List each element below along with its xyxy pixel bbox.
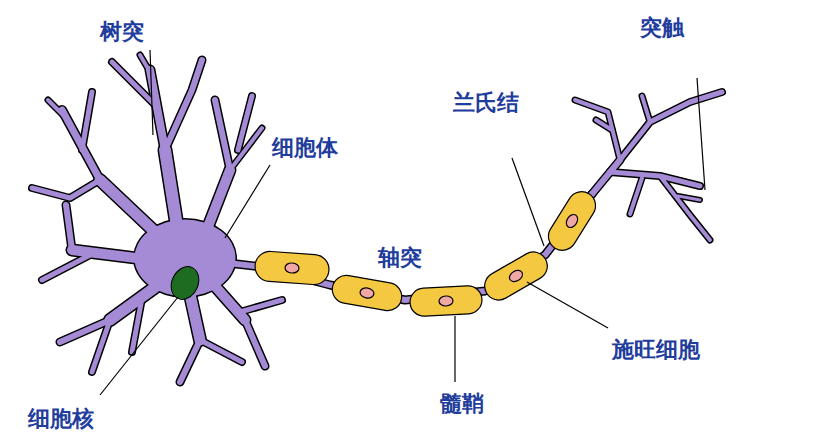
branch [140, 55, 150, 72]
leader-lines [100, 50, 705, 395]
branch-outline [678, 196, 700, 200]
branch [32, 180, 100, 198]
branch [165, 150, 180, 245]
cell-nucleus [166, 262, 204, 304]
branch-outline [642, 96, 650, 122]
branch [630, 178, 642, 214]
dendrite-label: 树突 [100, 20, 144, 44]
branch [642, 96, 650, 122]
branch [82, 92, 92, 150]
branch [228, 194, 592, 300]
branch [620, 92, 722, 160]
branch [610, 172, 700, 186]
synapse-label: 突触 [640, 16, 684, 40]
branch [100, 180, 172, 248]
branch [42, 254, 92, 280]
branch [180, 340, 200, 382]
branch-outline [592, 160, 620, 194]
branch [678, 196, 700, 200]
branch [660, 176, 710, 240]
branch [230, 128, 262, 170]
branch-outline [32, 180, 100, 198]
cell-body-label: 细胞体 [272, 136, 338, 160]
axon-label: 轴突 [378, 246, 422, 270]
neuron-outline [32, 55, 722, 382]
branch-outline [66, 205, 72, 250]
branch [165, 60, 202, 150]
branch [66, 205, 72, 250]
branch-outline [620, 92, 722, 160]
branch-outline [100, 180, 172, 248]
branch-outline [228, 194, 592, 300]
branch [245, 320, 265, 366]
nucleus-label: 细胞核 [28, 407, 94, 431]
branch-outline [240, 300, 282, 312]
branch-outline [165, 60, 202, 150]
branch-outline [200, 340, 242, 362]
branch [202, 170, 230, 242]
branch-outline [82, 92, 92, 150]
schwann-cells [254, 186, 601, 316]
branch [596, 120, 612, 130]
schwann-cell-label: 施旺细胞 [612, 338, 700, 362]
branch-outline [245, 320, 265, 366]
branch-outline [575, 100, 620, 160]
branch-outline [630, 178, 642, 214]
branch-outline [230, 128, 262, 170]
branch-outline [610, 172, 700, 186]
branch [240, 300, 282, 312]
branch [200, 340, 242, 362]
branch [48, 100, 66, 118]
branch-outline [140, 55, 150, 72]
branch [592, 160, 620, 194]
branch-outline [215, 100, 230, 170]
branch-outline [42, 254, 92, 280]
branch [575, 100, 620, 160]
branch-outline [180, 340, 200, 382]
node-of-ranvier-label: 兰氏结 [453, 91, 519, 115]
myelin-sheath-label: 髓鞘 [440, 392, 484, 416]
branch-outline [660, 176, 710, 240]
neuron-fill [32, 55, 722, 382]
branch [92, 320, 110, 372]
branch [215, 100, 230, 170]
